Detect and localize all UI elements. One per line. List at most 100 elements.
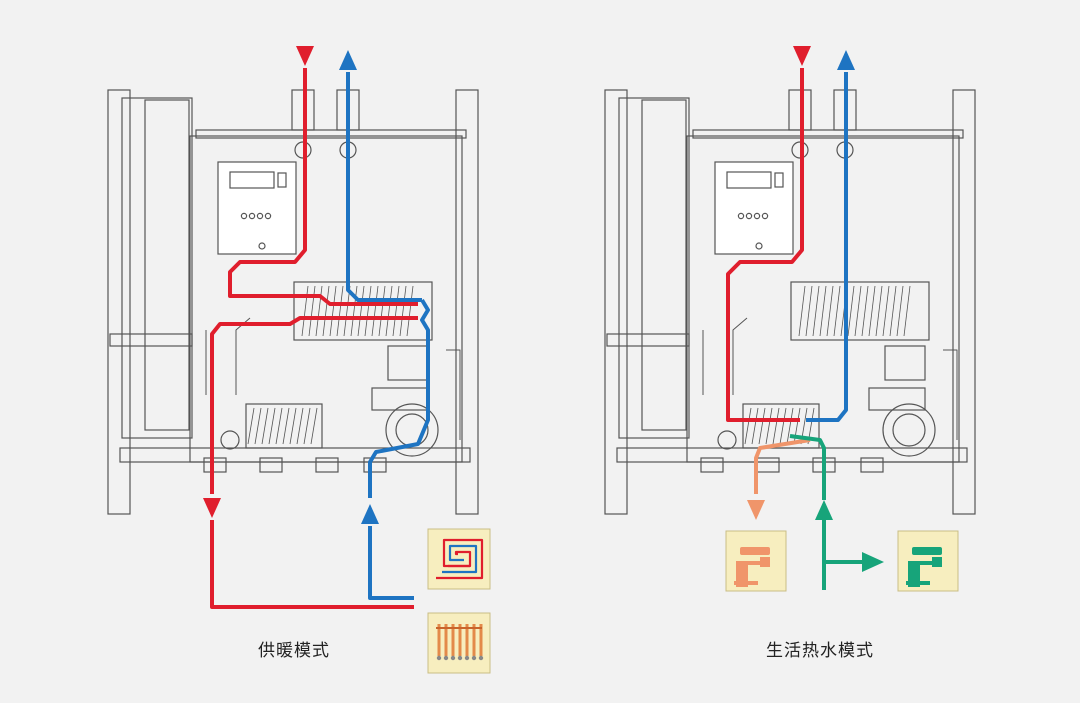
pipe-outline [943, 349, 958, 440]
coil-fin [282, 407, 290, 445]
connector-1 [700, 457, 724, 473]
pump-housing [868, 387, 926, 411]
bottom-manifold [119, 447, 471, 463]
control-led [761, 212, 769, 220]
domestic-hot-pipe [754, 438, 811, 494]
exchanger-fin [896, 285, 904, 337]
return-out-arrow [837, 50, 855, 70]
hot-supply-pipe [228, 68, 418, 306]
heating-unit [107, 89, 479, 515]
coil-fin [772, 407, 780, 445]
circulation-pump [882, 403, 936, 457]
exchanger-fin [833, 285, 841, 337]
coil-fin [744, 407, 752, 445]
control-display [726, 171, 772, 189]
exchanger-fin [812, 285, 820, 337]
frame-rail-left [107, 89, 131, 515]
faucet-handle [740, 547, 770, 555]
exchanger-fin [301, 285, 309, 337]
frame-rail-left [604, 89, 628, 515]
radiator-icon [427, 612, 491, 674]
control-led [248, 212, 256, 220]
heating-mode-caption: 供暖模式 [258, 641, 330, 661]
exchanger-fin [847, 285, 855, 337]
connector-1 [203, 457, 227, 473]
coil-fin [275, 407, 283, 445]
cold-water-faucet-icon [897, 530, 959, 592]
exchanger-fin [875, 285, 883, 337]
exchanger-fin [805, 285, 813, 337]
underfloor-heating-icon [427, 528, 491, 590]
hot-to-floor-pipe [210, 316, 418, 494]
hot-loop-pipe [726, 68, 804, 422]
control-display [229, 171, 275, 189]
floor-return-line [368, 526, 414, 600]
radiator-foot [450, 655, 456, 661]
frame-crossbar [606, 333, 690, 347]
exchanger-fin [903, 285, 911, 337]
exchanger-fin [861, 285, 869, 337]
exchanger-fin [308, 285, 316, 337]
exchanger-fin [336, 285, 344, 337]
connector-2 [756, 457, 780, 473]
heating-flow [203, 46, 430, 609]
exchanger-fin [399, 285, 407, 337]
return-riser-pipe [346, 72, 422, 302]
exchanger-fin [392, 285, 400, 337]
coil-fin [303, 407, 311, 445]
plate-heat-exchanger [790, 281, 930, 341]
radiator-foot [471, 655, 477, 661]
three-way-valve [387, 345, 429, 381]
top-bracket [692, 129, 964, 139]
control-led [240, 212, 248, 220]
domestic-cold-in-arrow [815, 500, 833, 520]
return-in-arrow [361, 504, 379, 524]
secondary-coil [245, 403, 323, 449]
radiator-foot [436, 655, 442, 661]
exchanger-fin [357, 285, 365, 337]
coil-fin [268, 407, 276, 445]
expansion-vessel [618, 97, 690, 439]
exchanger-fin [889, 285, 897, 337]
exchanger-fin [378, 285, 386, 337]
plate-heat-exchanger [293, 281, 433, 341]
domestic-hot-arrow [747, 500, 765, 520]
coil-fin [758, 407, 766, 445]
control-box [714, 161, 794, 255]
exchanger-fin [882, 285, 890, 337]
exchanger-fin [322, 285, 330, 337]
connector-4 [363, 457, 387, 473]
control-screw [258, 242, 266, 250]
exchanger-fin [385, 285, 393, 337]
pressure-gauge [220, 430, 240, 450]
faucet-handle [912, 547, 942, 555]
radiator-foot [457, 655, 463, 661]
exchanger-fin [315, 285, 323, 337]
coil-fin [765, 407, 773, 445]
control-button [277, 172, 287, 188]
exchanger-fin [371, 285, 379, 337]
coil-fin [779, 407, 787, 445]
exchanger-fin [826, 285, 834, 337]
domestic-cold-pipe [789, 434, 826, 500]
exchanger-fin [798, 285, 806, 337]
coil-fin [751, 407, 759, 445]
return-out-arrow [339, 50, 357, 70]
control-led [264, 212, 272, 220]
exchanger-fin [406, 285, 414, 337]
return-loop-pipe [806, 72, 848, 422]
hot-water-faucet-icon [725, 530, 787, 592]
hot-floor-out-arrow [203, 498, 221, 518]
control-led [753, 212, 761, 220]
control-button [774, 172, 784, 188]
expansion-vessel-inner [144, 99, 190, 431]
faucet-body [908, 557, 942, 587]
expansion-vessel [121, 97, 193, 439]
pipe-outline [235, 317, 251, 395]
connector-2 [259, 457, 283, 473]
exchanger-fin [343, 285, 351, 337]
coil-fin [254, 407, 262, 445]
frame-rail-right [952, 89, 976, 515]
control-screw [755, 242, 763, 250]
